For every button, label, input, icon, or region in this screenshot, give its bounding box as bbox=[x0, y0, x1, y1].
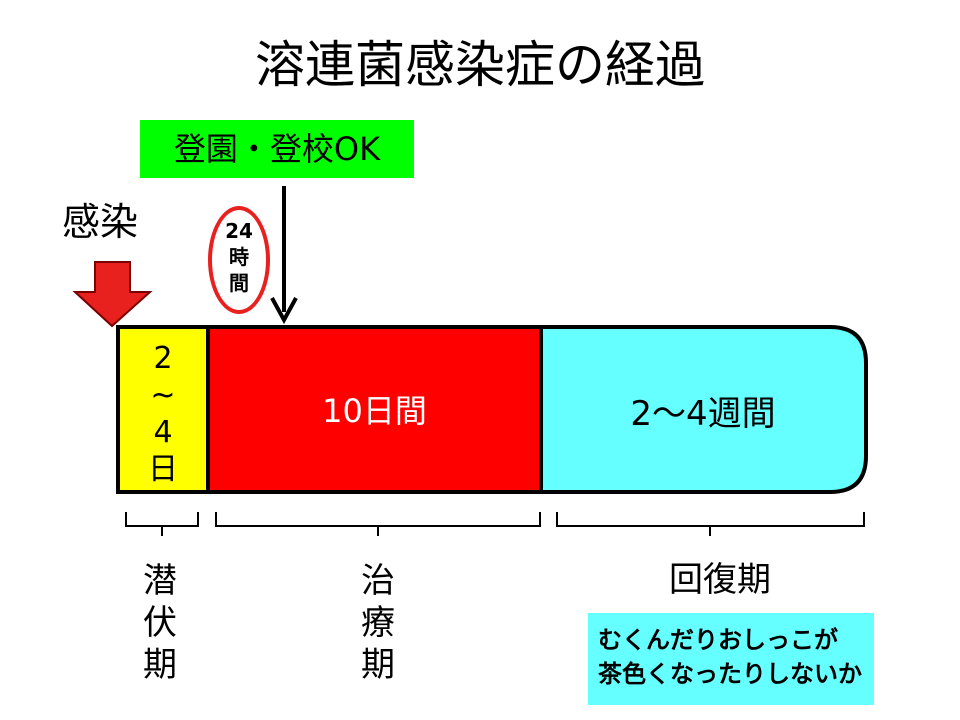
recovery-segment bbox=[539, 325, 868, 494]
latent-phase-label: 潜 伏 期 bbox=[143, 561, 177, 685]
infection-label: 感染 bbox=[62, 200, 139, 244]
recovery-phase-label: 回復期 bbox=[669, 560, 771, 600]
recovery-note: むくんだりおしっこが 茶色くなったりしないか bbox=[588, 613, 874, 705]
page-title: 溶連菌感染症の経過 bbox=[255, 36, 705, 94]
infection-arrow-icon bbox=[72, 261, 153, 328]
treatment-brace bbox=[215, 512, 541, 536]
treatment-duration-label: 10日間 bbox=[322, 392, 427, 430]
recovery-brace bbox=[556, 512, 865, 536]
latent-brace bbox=[125, 512, 199, 536]
ok-arrow-head-icon bbox=[270, 297, 298, 325]
latent-duration-label: 2 ~ 4 日 bbox=[148, 341, 178, 487]
hours-label: 24 時 間 bbox=[225, 219, 253, 295]
recovery-duration-label: 2～4週間 bbox=[630, 394, 776, 434]
latent-segment bbox=[116, 325, 210, 494]
school-ok-label: 登園・登校OK bbox=[140, 120, 414, 178]
treatment-segment bbox=[206, 325, 543, 494]
treatment-phase-label: 治 療 期 bbox=[361, 561, 395, 685]
hours-ring bbox=[208, 206, 270, 314]
